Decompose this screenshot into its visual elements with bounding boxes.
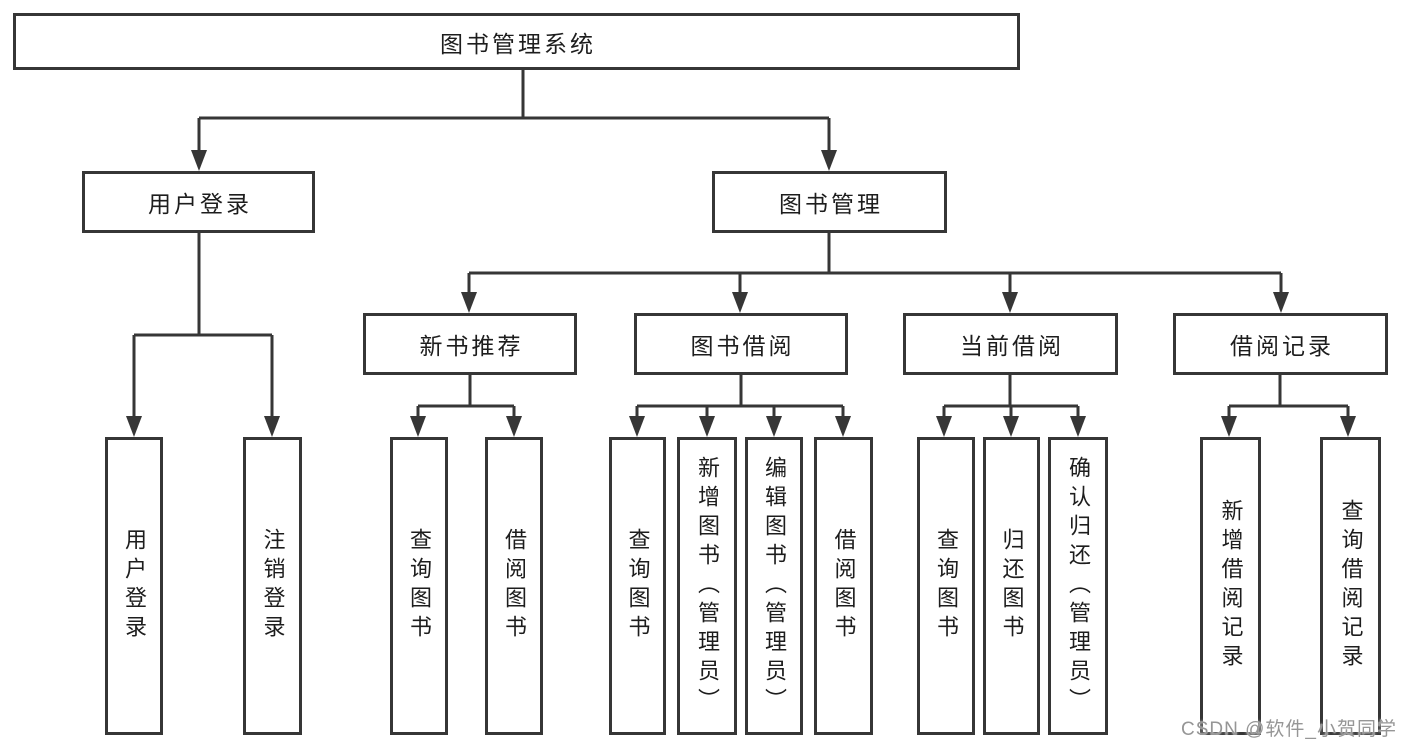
node-label: 新增图书（管理员） <box>695 455 720 717</box>
leaf-current-confirm-return-admin: 确认归还（管理员） <box>1048 437 1108 735</box>
node-label: 图书管理 <box>779 191 883 217</box>
node-label: 确认归还（管理员） <box>1066 455 1091 717</box>
node-label: 查询图书 <box>625 528 651 644</box>
node-label: 编辑图书（管理员） <box>762 455 787 717</box>
node-label: 借阅图书 <box>831 528 857 644</box>
leaf-newbook-query-books: 查询图书 <box>390 437 448 735</box>
node-label: 借阅记录 <box>1230 333 1334 359</box>
node-book-borrowing: 图书借阅 <box>634 313 848 375</box>
csdn-watermark: CSDN @软件_小贺同学 <box>1181 719 1397 740</box>
node-label: 新增借阅记录 <box>1218 499 1244 673</box>
node-label: 查询借阅记录 <box>1338 499 1364 673</box>
node-new-book-recommendation: 新书推荐 <box>363 313 577 375</box>
node-label: 新书推荐 <box>419 333 524 359</box>
node-label: 注销登录 <box>260 528 286 644</box>
node-user-login: 用户登录 <box>82 171 315 233</box>
node-label: 查询图书 <box>934 528 959 644</box>
leaf-records-query-borrow-record: 查询借阅记录 <box>1320 437 1381 735</box>
leaf-user-login: 用户登录 <box>105 437 163 735</box>
node-borrowing-records: 借阅记录 <box>1173 313 1388 375</box>
leaf-current-return-books: 归还图书 <box>983 437 1040 735</box>
leaf-records-add-borrow-record: 新增借阅记录 <box>1200 437 1261 735</box>
node-label: 归还图书 <box>999 528 1025 644</box>
leaf-newbook-borrow-books: 借阅图书 <box>485 437 543 735</box>
node-current-borrowing: 当前借阅 <box>903 313 1118 375</box>
leaf-borrowing-borrow-books: 借阅图书 <box>814 437 873 735</box>
leaf-logout: 注销登录 <box>243 437 302 735</box>
node-library-management-system: 图书管理系统 <box>13 13 1020 70</box>
node-label: 图书借阅 <box>690 333 795 359</box>
leaf-borrowing-add-book-admin: 新增图书（管理员） <box>677 437 737 735</box>
node-label: 查询图书 <box>407 528 432 644</box>
node-book-management: 图书管理 <box>712 171 947 233</box>
node-label: 用户登录 <box>122 528 147 644</box>
node-label: 用户登录 <box>148 191 252 217</box>
leaf-current-query-books: 查询图书 <box>917 437 975 735</box>
node-label: 图书管理系统 <box>440 30 596 57</box>
node-label: 借阅图书 <box>502 528 527 644</box>
leaf-borrowing-edit-book-admin: 编辑图书（管理员） <box>745 437 803 735</box>
leaf-borrowing-query-books: 查询图书 <box>609 437 666 735</box>
node-label: 当前借阅 <box>960 333 1064 359</box>
